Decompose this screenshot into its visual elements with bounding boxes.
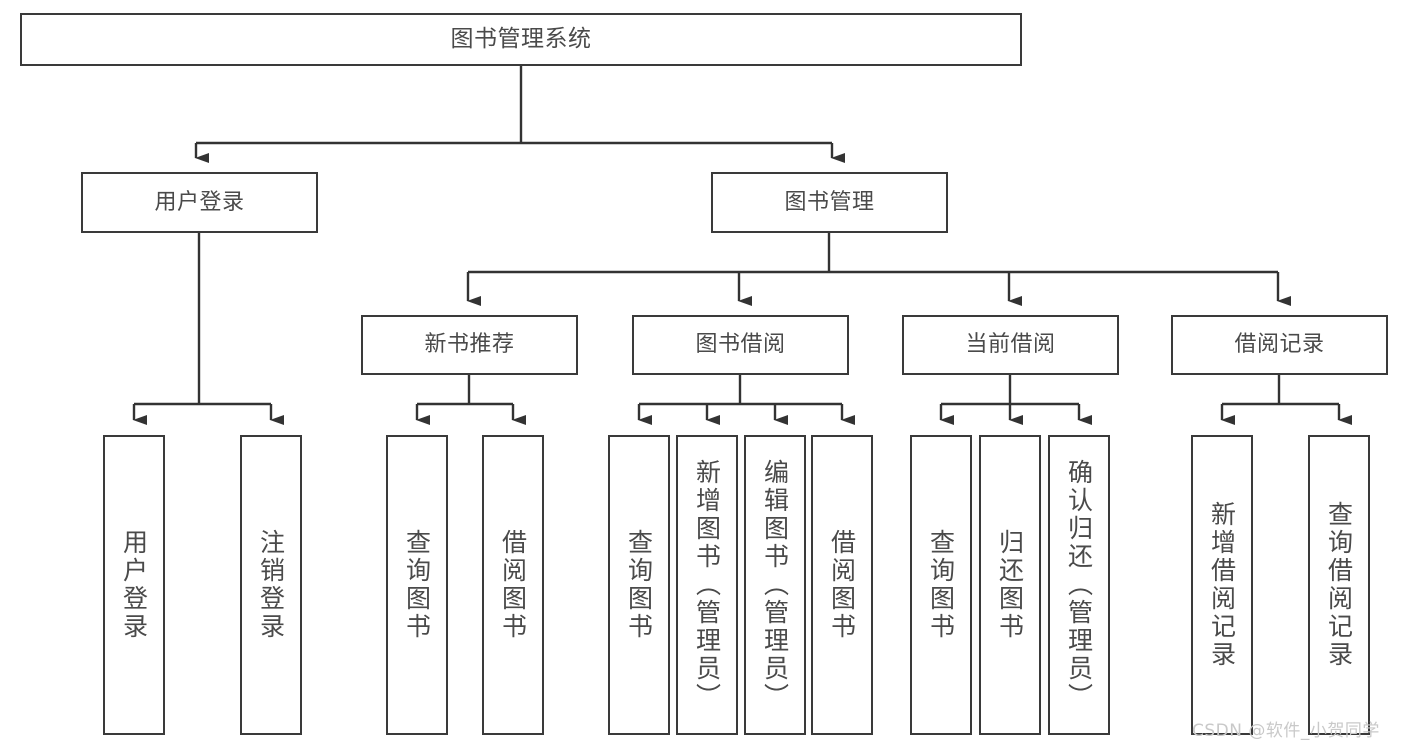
node-label: 注销登录 <box>256 529 286 641</box>
node-label: 图书管理系统 <box>450 26 592 52</box>
node-label: 归还图书 <box>995 529 1025 641</box>
node-label: 查询图书 <box>926 529 956 641</box>
leaf-newbook-borrow-book[interactable]: 借阅图书 <box>482 435 544 735</box>
leaf-borrow-borrow-book[interactable]: 借阅图书 <box>811 435 873 735</box>
node-label: 借阅图书 <box>827 529 857 641</box>
node-label: 编辑图书（管理员） <box>760 459 790 711</box>
node-label: 查询图书 <box>624 529 654 641</box>
leaf-current-query-book[interactable]: 查询图书 <box>910 435 972 735</box>
node-new-book-recommend[interactable]: 新书推荐 <box>361 315 578 375</box>
node-label: 借阅记录 <box>1234 332 1325 357</box>
node-borrow-record[interactable]: 借阅记录 <box>1171 315 1388 375</box>
csdn-watermark: CSDN @软件_小贺同学 <box>1192 721 1380 741</box>
node-label: 图书借阅 <box>695 332 786 357</box>
leaf-borrow-query-book[interactable]: 查询图书 <box>608 435 670 735</box>
node-label: 确认归还（管理员） <box>1064 459 1094 711</box>
leaf-user-login[interactable]: 用户登录 <box>103 435 165 735</box>
leaf-record-query-record[interactable]: 查询借阅记录 <box>1308 435 1370 735</box>
node-book-borrow[interactable]: 图书借阅 <box>632 315 849 375</box>
leaf-current-confirm-return-admin[interactable]: 确认归还（管理员） <box>1048 435 1110 735</box>
node-user-login[interactable]: 用户登录 <box>81 172 318 233</box>
leaf-borrow-add-book-admin[interactable]: 新增图书（管理员） <box>676 435 738 735</box>
leaf-current-return-book[interactable]: 归还图书 <box>979 435 1041 735</box>
node-label: 新书推荐 <box>424 332 515 357</box>
leaf-newbook-query-book[interactable]: 查询图书 <box>386 435 448 735</box>
node-label: 图书管理 <box>784 189 875 215</box>
node-label: 用户登录 <box>119 529 149 641</box>
leaf-borrow-edit-book-admin[interactable]: 编辑图书（管理员） <box>744 435 806 735</box>
node-book-management[interactable]: 图书管理 <box>711 172 948 233</box>
leaf-logout[interactable]: 注销登录 <box>240 435 302 735</box>
node-label: 当前借阅 <box>965 332 1056 357</box>
node-label: 新增借阅记录 <box>1207 501 1237 669</box>
node-label: 用户登录 <box>154 189 245 215</box>
node-root-system[interactable]: 图书管理系统 <box>20 13 1022 66</box>
node-label: 查询图书 <box>402 529 432 641</box>
node-current-borrow[interactable]: 当前借阅 <box>902 315 1119 375</box>
node-label: 新增图书（管理员） <box>692 459 722 711</box>
leaf-record-add-record[interactable]: 新增借阅记录 <box>1191 435 1253 735</box>
node-label: 查询借阅记录 <box>1324 501 1354 669</box>
node-label: 借阅图书 <box>498 529 528 641</box>
